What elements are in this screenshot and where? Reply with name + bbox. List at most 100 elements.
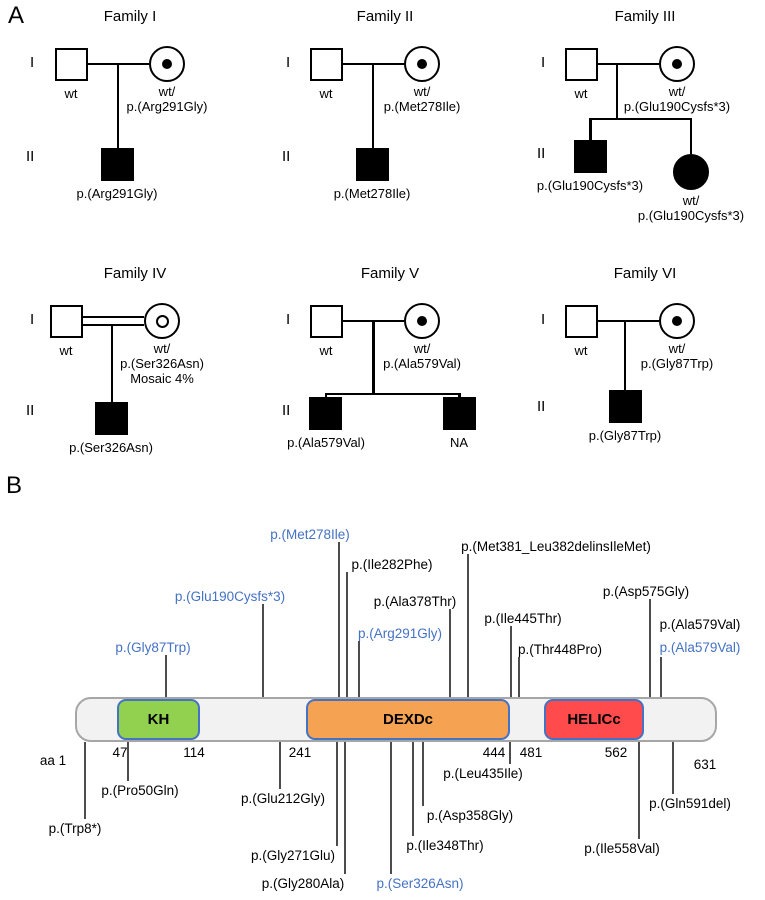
family-2-generation-2-label: II bbox=[282, 148, 291, 165]
mutation-label-ile445thr: p.(Ile445Thr) bbox=[484, 611, 562, 626]
family-5-child-2-symbol bbox=[443, 397, 476, 430]
family-3-father-symbol bbox=[565, 48, 598, 81]
family-1-title: Family I bbox=[103, 8, 157, 25]
mutation-label-gln591del: p.(Gln591del) bbox=[649, 796, 731, 811]
mutation-label-ala579val-black: p.(Ala579Val) bbox=[659, 617, 741, 632]
carrier-dot-icon bbox=[162, 59, 172, 69]
genotype-line: wt/ bbox=[413, 341, 431, 356]
domain-dexdc: DEXDc bbox=[306, 699, 510, 740]
family-6-generation-1-label: I bbox=[541, 311, 546, 328]
family-4-consanguinity-line-top bbox=[83, 315, 144, 318]
family-5-generation-1-label: I bbox=[286, 311, 291, 328]
panel-b-label: B bbox=[6, 472, 23, 499]
family-6-child-genotype: p.(Gly87Trp) bbox=[588, 428, 662, 443]
family-2-mother-symbol bbox=[404, 46, 440, 82]
family-6-father-symbol bbox=[565, 305, 598, 338]
genotype-line: wt/ bbox=[158, 84, 176, 99]
family-6-mother-genotype: wt/ p.(Gly87Trp) bbox=[641, 341, 713, 371]
mutation-label-gly271glu: p.(Gly271Glu) bbox=[250, 848, 336, 863]
family-3-mother-genotype: wt/ p.(Glu190Cysfs*3) bbox=[624, 84, 730, 114]
genotype-line: Mosaic 4% bbox=[130, 371, 194, 386]
family-3-couple-line bbox=[598, 62, 659, 65]
family-1-descent-line bbox=[116, 64, 119, 148]
family-2-descent-line bbox=[371, 64, 374, 148]
family-3-child-1-genotype: p.(Glu190Cysfs*3) bbox=[536, 178, 644, 193]
family-4-generation-1-label: I bbox=[30, 311, 35, 328]
family-5-child-2-drop-line bbox=[458, 393, 461, 398]
family-5-generation-2-label: II bbox=[282, 402, 291, 419]
mutation-label-trp8: p.(Trp8*) bbox=[48, 821, 102, 836]
family-1-mother-genotype: wt/ p.(Arg291Gly) bbox=[127, 84, 208, 114]
aa-position-helicc-start: 481 bbox=[519, 745, 543, 760]
family-3-child-2-genotype: wt/ p.(Glu190Cysfs*3) bbox=[638, 193, 744, 223]
domain-helicc: HELICc bbox=[544, 699, 644, 740]
family-2-father-genotype: wt bbox=[319, 86, 333, 101]
family-6-child-symbol bbox=[608, 390, 642, 423]
mutation-label-met381-leu382delinsilemet: p.(Met381_Leu382delinsIleMet) bbox=[461, 539, 651, 554]
mutation-label-asp575gly: p.(Asp575Gly) bbox=[602, 584, 690, 599]
mutation-label-ala378thr: p.(Ala378Thr) bbox=[373, 594, 457, 609]
aa-position-dexdc-end: 444 bbox=[482, 745, 506, 760]
genotype-line: p.(Glu190Cysfs*3) bbox=[637, 208, 745, 223]
family-5-sibling-line bbox=[324, 392, 461, 395]
mutation-label-ile558val: p.(Ile558Val) bbox=[584, 841, 660, 856]
carrier-dot-icon bbox=[417, 316, 427, 326]
family-5-mother-genotype: wt/ p.(Ala579Val) bbox=[383, 341, 461, 371]
mutation-label-ala579val-blue: p.(Ala579Val) bbox=[659, 640, 741, 655]
genotype-line: wt/ bbox=[682, 193, 700, 208]
family-4-title: Family IV bbox=[103, 265, 167, 282]
carrier-dot-icon bbox=[417, 59, 427, 69]
mutation-label-pro50gln: p.(Pro50Gln) bbox=[101, 783, 179, 798]
family-5-father-genotype: wt bbox=[319, 343, 333, 358]
mutation-label-glu212gly: p.(Glu212Gly) bbox=[240, 791, 326, 806]
carrier-dot-icon bbox=[672, 316, 682, 326]
family-3-father-genotype: wt bbox=[574, 86, 588, 101]
mutation-label-ile348thr: p.(Ile348Thr) bbox=[406, 838, 484, 853]
family-1-father-symbol bbox=[55, 48, 88, 81]
family-5-child-1-symbol bbox=[309, 397, 342, 430]
aa-position-helicc-end: 562 bbox=[604, 745, 628, 760]
family-1-mother-symbol bbox=[149, 46, 185, 82]
family-2-couple-line bbox=[343, 62, 404, 65]
family-5-father-symbol bbox=[310, 305, 343, 338]
genotype-line: wt/ bbox=[153, 341, 171, 356]
family-3-descent-line bbox=[615, 64, 619, 119]
family-6-descent-line bbox=[623, 321, 627, 390]
family-3-child-1-drop-line bbox=[589, 119, 592, 140]
family-6-couple-line bbox=[598, 319, 659, 322]
genotype-line: p.(Glu190Cysfs*3) bbox=[623, 99, 731, 114]
family-3-child-2-symbol bbox=[673, 154, 709, 190]
family-6-mother-symbol bbox=[659, 303, 695, 339]
family-4-descent-line bbox=[110, 326, 114, 402]
family-4-child-symbol bbox=[95, 402, 128, 435]
family-1-child-genotype: p.(Arg291Gly) bbox=[76, 186, 158, 201]
family-5-mother-symbol bbox=[404, 303, 440, 339]
mutation-label-gly87trp: p.(Gly87Trp) bbox=[115, 640, 191, 655]
family-5-descent-line bbox=[372, 321, 375, 393]
family-1-child-symbol bbox=[101, 148, 134, 181]
family-3-child-2-drop-line bbox=[689, 119, 692, 154]
family-4-mother-genotype: wt/ p.(Ser326Asn) Mosaic 4% bbox=[120, 341, 204, 386]
family-6-title: Family VI bbox=[613, 265, 677, 282]
family-3-generation-1-label: I bbox=[541, 54, 546, 71]
mutation-label-ser326asn: p.(Ser326Asn) bbox=[376, 876, 464, 891]
family-1-father-genotype: wt bbox=[64, 86, 78, 101]
mutation-label-ile282phe: p.(Ile282Phe) bbox=[351, 557, 433, 572]
genotype-line: wt/ bbox=[668, 84, 686, 99]
family-3-title: Family III bbox=[614, 8, 676, 25]
genotype-line: p.(Ala579Val) bbox=[383, 356, 461, 371]
family-6-generation-2-label: II bbox=[537, 398, 546, 415]
aa-position-kh-start: 47 bbox=[112, 745, 128, 760]
family-4-consanguinity-line-bottom bbox=[83, 323, 144, 326]
carrier-dot-icon bbox=[672, 59, 682, 69]
genotype-line: p.(Met278Ile) bbox=[383, 99, 461, 114]
family-3-sibling-line bbox=[589, 117, 692, 120]
aa-position-dexdc-start: 241 bbox=[288, 745, 312, 760]
family-2-child-genotype: p.(Met278Ile) bbox=[333, 186, 411, 201]
domain-kh: KH bbox=[117, 699, 200, 740]
mutation-label-met278ile: p.(Met278Ile) bbox=[270, 527, 350, 542]
family-1-generation-1-label: I bbox=[30, 54, 35, 71]
family-2-child-symbol bbox=[356, 148, 389, 181]
